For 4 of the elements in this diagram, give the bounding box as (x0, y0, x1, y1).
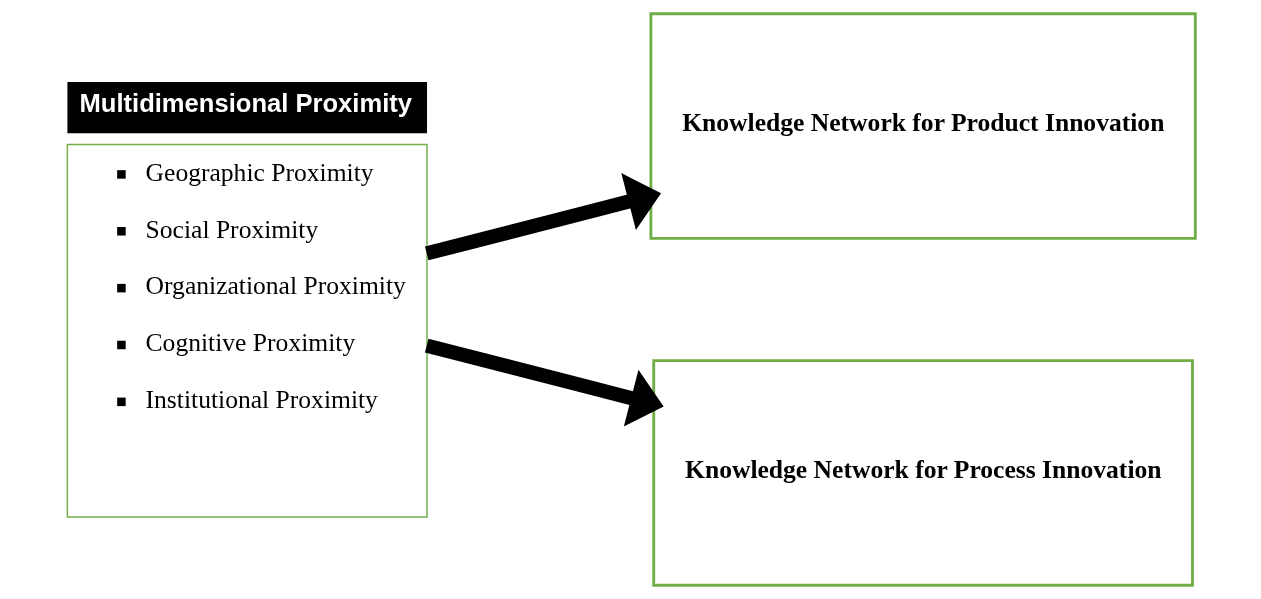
arrow (424, 173, 661, 261)
node-box: Knowledge Network for Process Innovation (651, 359, 1194, 587)
node-box: Knowledge Network for Product Innovation (649, 12, 1197, 240)
arrow (424, 338, 664, 427)
